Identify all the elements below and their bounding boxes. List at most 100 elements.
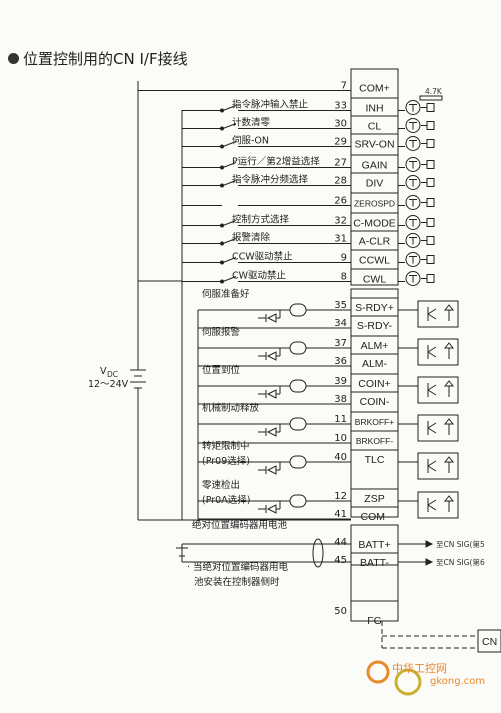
transistor-icon (427, 351, 437, 358)
output-transistor-box (417, 376, 459, 404)
led-icon (443, 380, 455, 387)
pin-number: 9 (341, 253, 347, 264)
transistor-icon (427, 460, 437, 467)
signal-alm+: ALM+ (361, 340, 389, 352)
optocoupler-icon (426, 121, 435, 130)
battery-note: 池安装在控制器侧时 (194, 576, 280, 588)
pin-number: 26 (334, 196, 347, 207)
bullet-icon (8, 53, 19, 64)
transistor-icon (427, 384, 437, 391)
switch-icon (222, 162, 237, 168)
optocoupler-icon (405, 100, 421, 115)
signal-batt-: BATT- (360, 557, 389, 569)
pin-number: 10 (334, 433, 347, 444)
optocoupler-icon (405, 215, 421, 230)
pin-number: 31 (334, 234, 347, 245)
signal-alm-: ALM- (362, 358, 388, 370)
output-transistor-box (417, 414, 459, 442)
relay-coil-icon (289, 303, 307, 317)
input-label: 指令脉冲输入禁止 (232, 99, 309, 111)
signal-batt+: BATT+ (358, 539, 390, 551)
switch-icon (222, 257, 237, 263)
diagram-title: 位置控制用的CN Ⅰ/F接线 (8, 48, 188, 69)
switch-icon (222, 238, 237, 244)
optocoupler-icon (426, 236, 435, 245)
signal-inh: INH (365, 103, 383, 115)
signal-com-: COM- (361, 511, 389, 523)
output-sublabel: (Pr09选择) (202, 455, 250, 467)
pin-number: 30 (334, 119, 347, 130)
battery-destination: 至CN SIG(第6 (436, 557, 485, 567)
signal-zerospd: ZEROSPD (354, 199, 395, 209)
twisted-pair-icon (312, 538, 324, 568)
output-label: 伺服准备好 (202, 288, 250, 300)
pin-number: 37 (334, 338, 347, 349)
signal-tlc: TLC (365, 454, 385, 466)
led-icon (443, 456, 455, 463)
watermark-text: 中华工控网 (392, 662, 447, 675)
switch-icon (222, 123, 237, 129)
arrow-icon (425, 540, 434, 548)
signal-gain: GAIN (362, 160, 388, 172)
output-label: 转矩限制中 (202, 440, 250, 452)
input-label: CCW驱动禁止 (232, 251, 293, 263)
signal-com+: COM+ (359, 83, 390, 95)
optocoupler-icon (405, 271, 421, 286)
signal-a-clr: A-CLR (359, 236, 391, 248)
gear-icon (366, 660, 390, 684)
resistor-icon (419, 95, 443, 101)
optocoupler-icon (426, 178, 435, 187)
battery-terminal-block (350, 524, 399, 566)
vdc-label: V (100, 366, 107, 377)
transistor-icon (427, 389, 437, 396)
output-terminal-block (350, 288, 399, 518)
input-terminal-block (350, 68, 399, 286)
output-label: 零速检出 (202, 479, 240, 491)
optocoupler-icon (426, 103, 435, 112)
pin-number: 41 (334, 509, 347, 520)
optocoupler-icon (426, 255, 435, 264)
arrow-icon (425, 558, 434, 566)
transistor-icon (427, 465, 437, 472)
optocoupler-icon (426, 160, 435, 169)
diode-icon (266, 465, 277, 475)
input-label: 报警清除 (232, 232, 271, 244)
pin-number: 7 (341, 81, 347, 92)
vdc-range-label: 12～24V (88, 379, 129, 390)
signal-zsp: ZSP (364, 493, 384, 505)
pin-number: 50 (334, 606, 347, 617)
relay-coil-icon (289, 379, 307, 393)
switch-icon (222, 141, 237, 147)
signal-c-mode: C-MODE (353, 218, 396, 230)
transistor-icon (427, 346, 437, 353)
watermark-url: gkong.com (430, 676, 486, 687)
optocoupler-icon (405, 195, 421, 210)
optocoupler-icon (426, 274, 435, 283)
switch-icon (222, 220, 237, 226)
optocoupler-icon (426, 198, 435, 207)
pin-number: 34 (334, 318, 347, 329)
output-transistor-box (417, 300, 459, 328)
transistor-icon (427, 427, 437, 434)
diode-icon (266, 351, 277, 361)
pin-number: 40 (334, 452, 347, 463)
pin-number: 28 (334, 176, 347, 187)
signal-srv-on: SRV-ON (354, 139, 394, 151)
switch-icon (222, 276, 237, 282)
pin-number: 8 (341, 272, 347, 283)
led-icon (443, 495, 455, 502)
input-label: 计数清零 (232, 117, 271, 129)
battery-note: · 当绝对位置编码器用电 (187, 561, 289, 573)
vdc-sub-label: DC (107, 370, 118, 379)
output-label: 机械制动释放 (202, 402, 260, 414)
optocoupler-icon (405, 175, 421, 190)
pin-number: 11 (334, 414, 347, 425)
pin-number: 36 (334, 356, 347, 367)
pin-number: 39 (334, 376, 347, 387)
input-label: 控制方式选择 (232, 214, 290, 226)
output-label: 位置到位 (202, 364, 241, 376)
pin-number: 32 (334, 216, 347, 227)
optocoupler-icon (405, 118, 421, 133)
signal-brkoff+: BRKOFF+ (355, 417, 394, 427)
